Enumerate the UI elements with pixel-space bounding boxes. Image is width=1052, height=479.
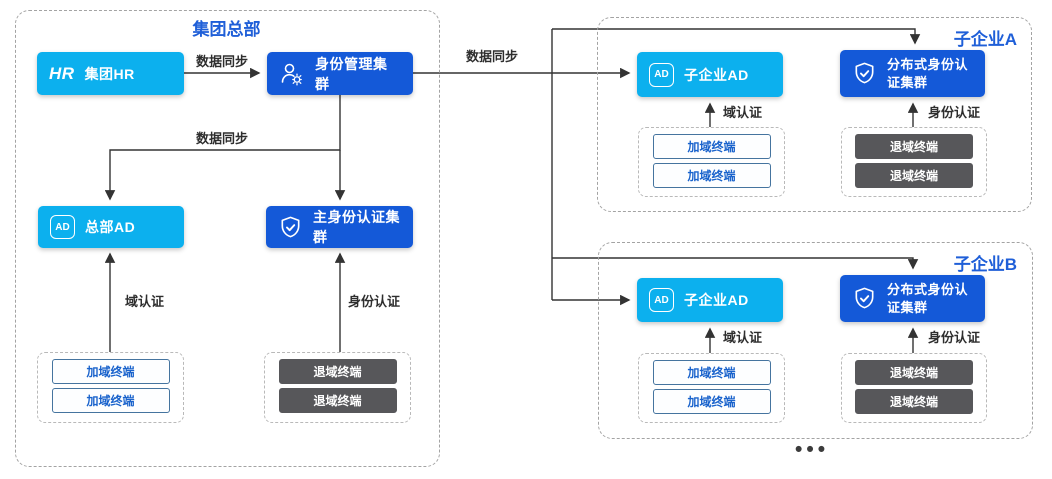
- joined-terminal: 加域终端: [652, 389, 771, 414]
- subsidiary-b-ad-node: AD 子企业AD: [637, 278, 783, 322]
- subsidiary-a-auth-cluster-node: 分布式身份认证集群: [840, 50, 985, 97]
- subsidiary-b-zone: [598, 242, 1033, 439]
- subsidiary-a-joined-terminals-group: 加域终端 加域终端: [638, 127, 785, 197]
- hq-left-terminals-group: 退域终端 退域终端: [264, 352, 411, 423]
- subsidiary-b-joined-terminals-group: 加域终端 加域终端: [638, 353, 785, 423]
- subsidiary-a-ad-node: AD 子企业AD: [637, 52, 783, 97]
- edge-label-data-sync: 数据同步: [196, 54, 249, 69]
- edge-label-data-sync: 数据同步: [196, 131, 249, 146]
- more-subsidiaries-ellipsis: •••: [795, 438, 830, 461]
- hq-ad-label: 总部AD: [85, 219, 136, 235]
- identity-mgmt-cluster-node: 身份管理集群: [267, 52, 413, 95]
- group-hr-node: HR 集团HR: [37, 52, 184, 95]
- shield-check-icon: [852, 286, 877, 311]
- subsidiary-a-ad-label: 子企业AD: [684, 66, 749, 83]
- subsidiary-a-auth-cluster-label: 分布式身份认证集群: [887, 56, 969, 90]
- edge-label-identity-auth: 身份认证: [928, 330, 981, 345]
- edge-label-data-sync: 数据同步: [466, 49, 519, 64]
- left-terminal: 退域终端: [855, 389, 973, 414]
- hr-logo-icon: HR: [49, 63, 75, 83]
- main-auth-cluster-label: 主身份认证集群: [313, 209, 400, 245]
- identity-mgmt-cluster-label: 身份管理集群: [315, 55, 388, 92]
- left-terminal: 退域终端: [278, 359, 397, 384]
- hq-zone-title: 集团总部: [192, 20, 261, 39]
- subsidiary-b-title: 子企业B: [953, 255, 1017, 274]
- subsidiary-a-left-terminals-group: 退域终端 退域终端: [841, 127, 987, 197]
- ad-badge-icon: AD: [50, 215, 75, 239]
- hq-ad-node: AD 总部AD: [38, 206, 184, 248]
- shield-check-icon: [278, 215, 303, 240]
- subsidiary-a-zone: [597, 17, 1032, 212]
- ad-badge-icon: AD: [649, 62, 674, 87]
- left-terminal: 退域终端: [855, 134, 973, 159]
- edge-label-identity-auth: 身份认证: [928, 105, 981, 120]
- subsidiary-a-title: 子企业A: [953, 30, 1017, 49]
- edge-label-domain-auth: 域认证: [125, 294, 165, 309]
- hq-joined-terminals-group: 加域终端 加域终端: [37, 352, 184, 423]
- joined-terminal: 加域终端: [652, 163, 771, 188]
- subsidiary-b-ad-label: 子企业AD: [684, 292, 749, 308]
- shield-check-icon: [852, 61, 877, 86]
- joined-terminal: 加域终端: [51, 388, 170, 413]
- user-gear-icon: [279, 61, 305, 87]
- left-terminal: 退域终端: [278, 388, 397, 413]
- subsidiary-b-auth-cluster-node: 分布式身份认证集群: [840, 275, 985, 322]
- ad-badge-icon: AD: [649, 288, 674, 312]
- subsidiary-b-left-terminals-group: 退域终端 退域终端: [841, 353, 987, 423]
- edge-label-identity-auth: 身份认证: [348, 294, 401, 309]
- edge-label-domain-auth: 域认证: [723, 105, 763, 120]
- edge-label-domain-auth: 域认证: [723, 330, 763, 345]
- joined-terminal: 加域终端: [51, 359, 170, 384]
- joined-terminal: 加域终端: [652, 360, 771, 385]
- hq-zone: [15, 10, 440, 467]
- subsidiary-b-auth-cluster-label: 分布式身份认证集群: [887, 281, 969, 315]
- joined-terminal: 加域终端: [652, 134, 771, 159]
- main-auth-cluster-node: 主身份认证集群: [266, 206, 413, 248]
- left-terminal: 退域终端: [855, 360, 973, 385]
- left-terminal: 退域终端: [855, 163, 973, 188]
- group-hr-label: 集团HR: [84, 65, 135, 82]
